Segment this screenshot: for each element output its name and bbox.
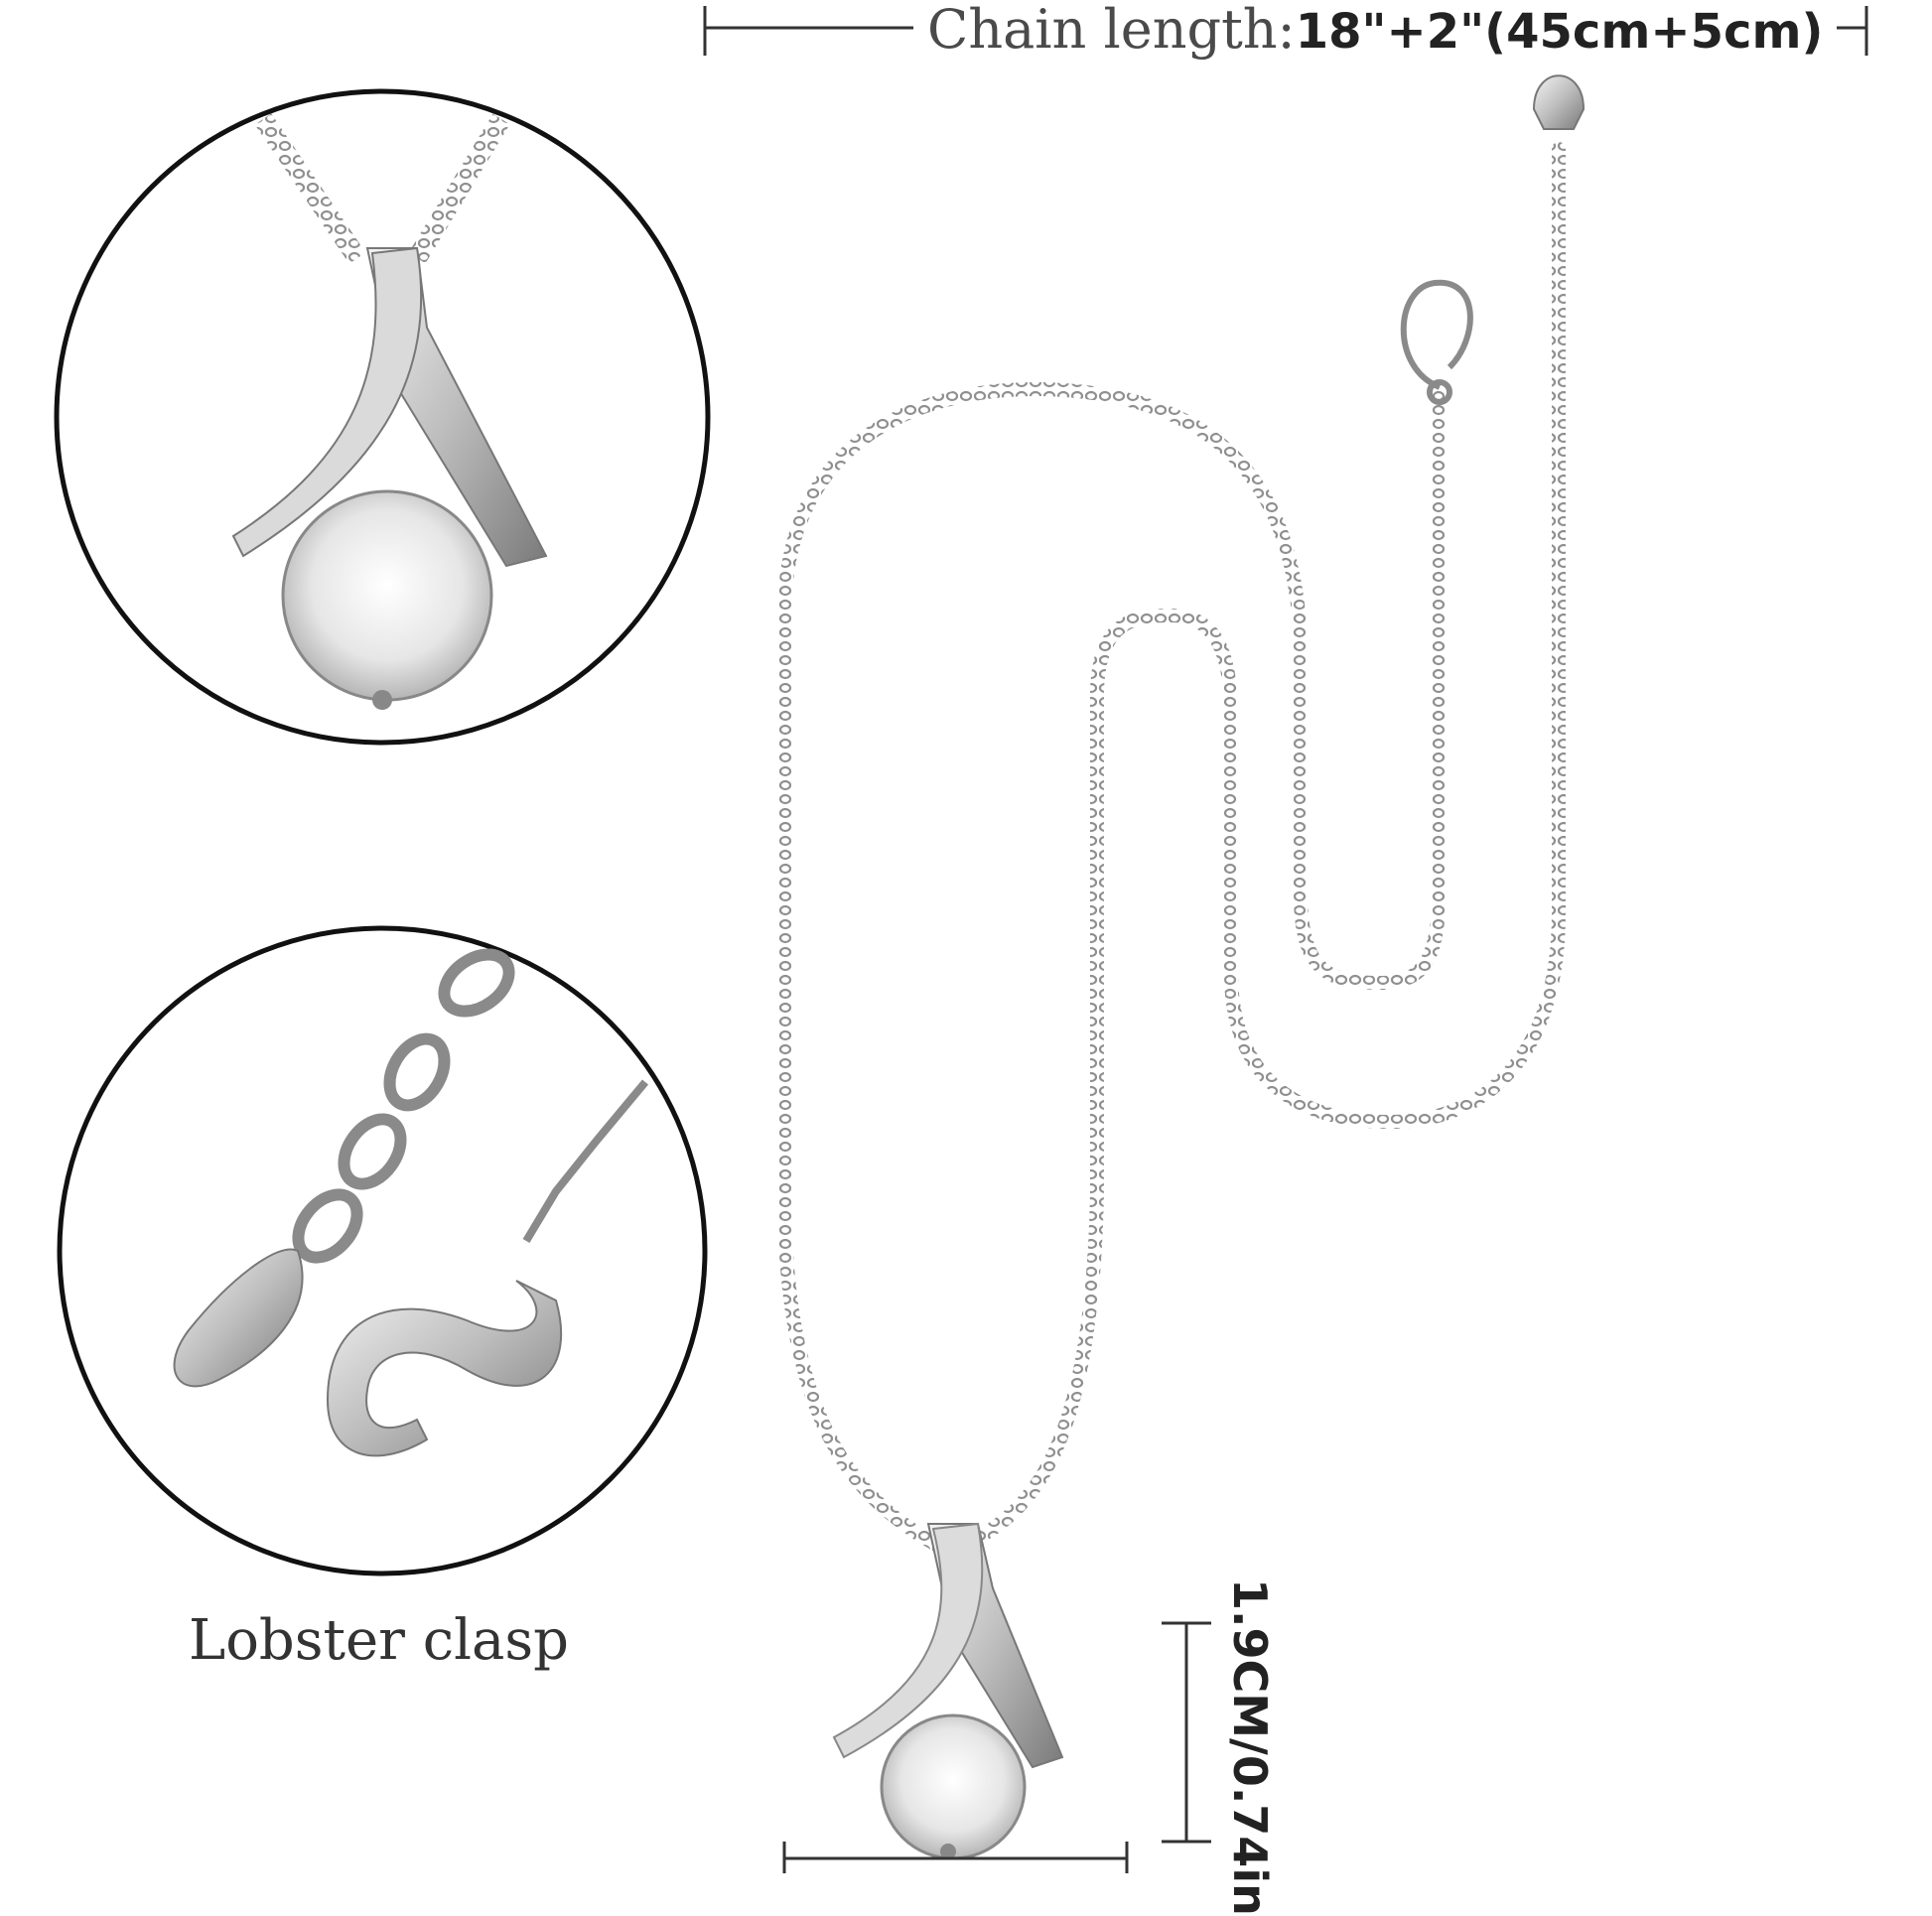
chain-length-value: 18"+2"(45cm+5cm) — [1295, 4, 1824, 60]
main-pendant — [832, 1522, 1064, 1860]
chain-length-label: Chain length:18"+2"(45cm+5cm) — [913, 0, 1838, 61]
product-scene — [54, 6, 1868, 1873]
pendant-width-dimension-line — [782, 1842, 1129, 1873]
extender-tab — [1532, 74, 1586, 130]
chain-length-prefix: Chain length: — [927, 0, 1296, 61]
pendant-closeup-circle — [54, 88, 711, 746]
pendant-height-label: 1.9CM/0.74in — [1223, 1578, 1277, 1916]
clasp-caption: Lobster clasp — [189, 1608, 569, 1673]
clasp-closeup-circle — [57, 925, 708, 1576]
small-lobster-clasp — [1400, 279, 1473, 405]
main-chain — [777, 142, 1566, 1556]
pendant-height-dimension-line — [1162, 1621, 1211, 1844]
